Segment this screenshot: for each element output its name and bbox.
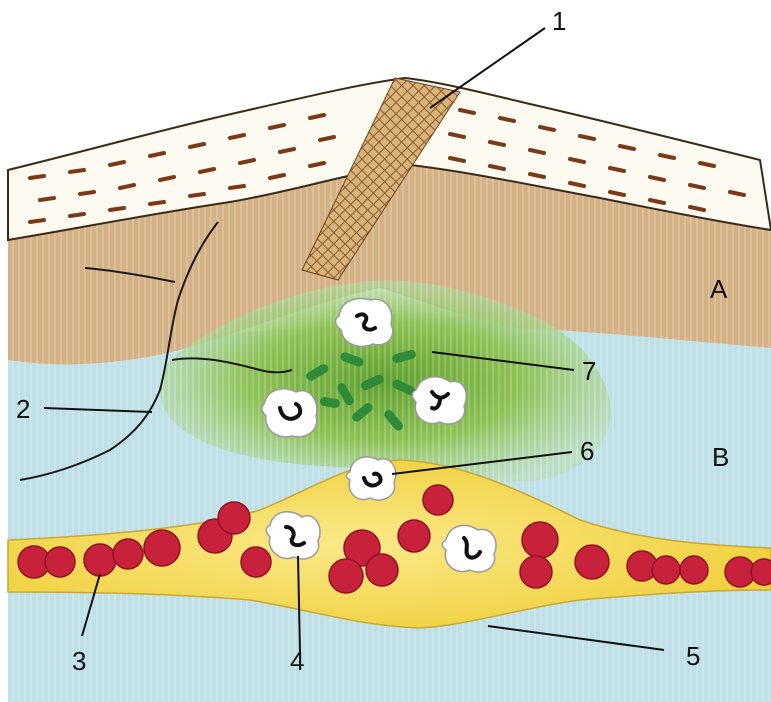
red-blood-cell-icon: [45, 547, 75, 577]
red-blood-cell-icon: [144, 530, 180, 566]
label-1: 1: [552, 6, 566, 36]
white-blood-cell-icon: [346, 457, 396, 500]
white-blood-cell-icon: [442, 525, 496, 572]
white-blood-cell-icon: [412, 377, 466, 424]
red-blood-cell-icon: [575, 545, 609, 579]
red-blood-cell-icon: [241, 547, 271, 577]
red-blood-cell-icon: [522, 522, 558, 558]
label-6: 6: [580, 436, 594, 466]
white-blood-cell-icon: [266, 512, 320, 559]
red-blood-cell-icon: [680, 556, 708, 584]
red-blood-cell-icon: [84, 544, 116, 576]
white-blood-cell-icon: [262, 389, 317, 437]
label-4: 4: [290, 646, 304, 676]
label-7: 7: [582, 356, 596, 386]
label-5: 5: [686, 641, 700, 671]
red-blood-cell-icon: [218, 502, 250, 534]
red-blood-cell-icon: [329, 559, 363, 593]
white-blood-cell-icon: [336, 299, 393, 347]
red-blood-cell-icon: [366, 554, 398, 586]
label-3: 3: [72, 646, 86, 676]
red-blood-cell-icon: [398, 520, 430, 552]
red-blood-cell-icon: [423, 485, 453, 515]
layer-label-b: B: [712, 442, 729, 472]
red-blood-cell-icon: [652, 556, 680, 584]
layer-label-a: A: [710, 274, 728, 304]
label-2: 2: [16, 394, 30, 424]
red-blood-cell-icon: [751, 559, 771, 585]
red-blood-cell-icon: [520, 556, 552, 588]
red-blood-cell-icon: [113, 539, 143, 569]
